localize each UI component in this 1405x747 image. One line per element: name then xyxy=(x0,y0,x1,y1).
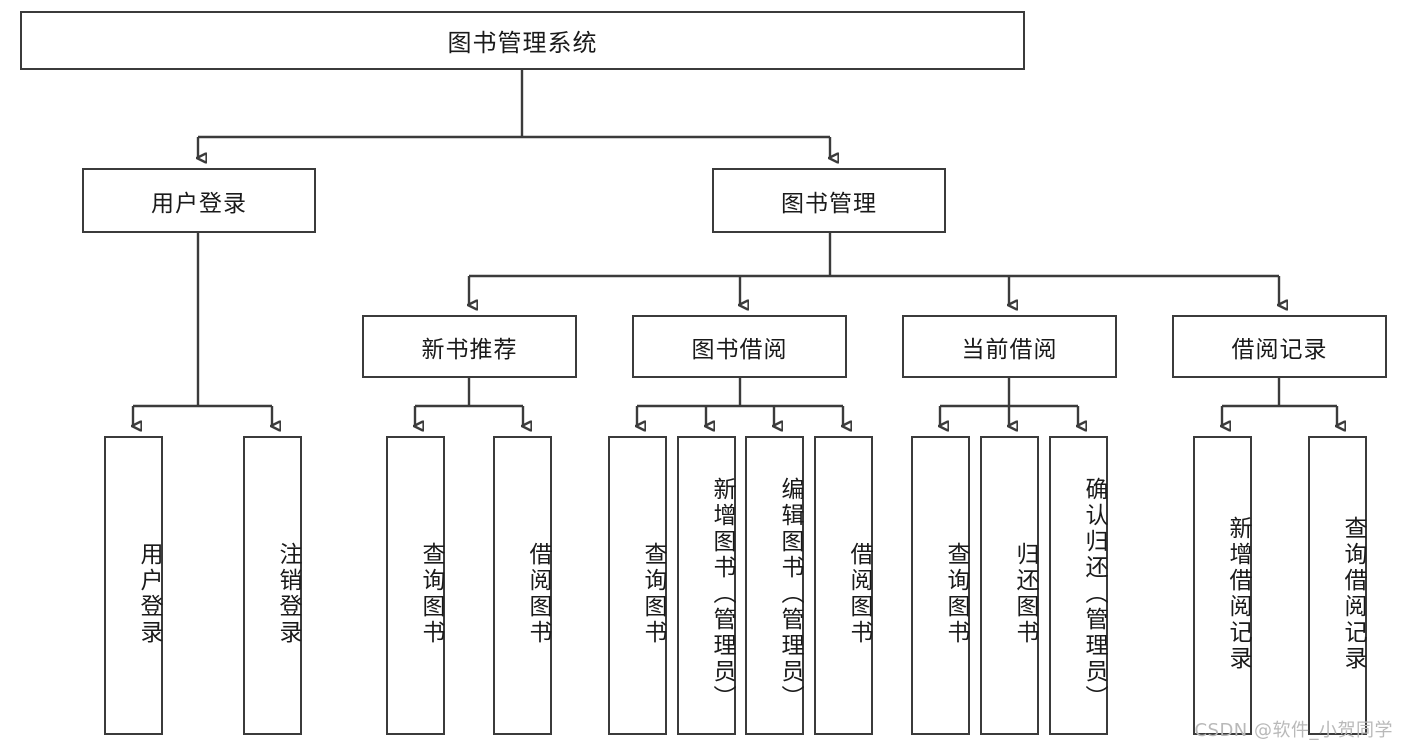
node-leaf-logout[interactable]: 注销登录 xyxy=(243,436,302,735)
node-leaf-borrow-book[interactable]: 借阅图书 xyxy=(814,436,873,735)
node-label: 借阅记录 xyxy=(1231,336,1328,363)
node-leaf-query-book-borrow[interactable]: 查询图书 xyxy=(608,436,667,735)
node-label: 归还图书 xyxy=(1012,541,1038,646)
node-root-book-management-system[interactable]: 图书管理系统 xyxy=(20,11,1025,70)
node-label: 新增图书（管理员） xyxy=(709,476,735,711)
node-label: 借阅图书 xyxy=(846,541,872,646)
node-label: 图书管理 xyxy=(781,190,877,217)
node-label: 借阅图书 xyxy=(525,541,551,646)
node-leaf-query-borrow-record[interactable]: 查询借阅记录 xyxy=(1308,436,1367,735)
node-leaf-return-book[interactable]: 归还图书 xyxy=(980,436,1039,735)
node-new-book-recommend[interactable]: 新书推荐 xyxy=(362,315,577,378)
node-label: 查询借阅记录 xyxy=(1340,515,1366,672)
node-book-management[interactable]: 图书管理 xyxy=(712,168,946,233)
watermark: CSDN @软件_小贺同学 xyxy=(1194,720,1393,741)
node-leaf-query-book-current[interactable]: 查询图书 xyxy=(911,436,970,735)
node-leaf-borrow-book-recommend[interactable]: 借阅图书 xyxy=(493,436,552,735)
node-leaf-edit-book-admin[interactable]: 编辑图书（管理员） xyxy=(745,436,804,735)
node-label: 编辑图书（管理员） xyxy=(777,476,803,711)
node-current-borrow[interactable]: 当前借阅 xyxy=(902,315,1117,378)
node-leaf-confirm-return-admin[interactable]: 确认归还（管理员） xyxy=(1049,436,1108,735)
node-label: 用户登录 xyxy=(151,190,247,217)
node-label: 图书管理系统 xyxy=(447,29,598,57)
node-leaf-add-borrow-record[interactable]: 新增借阅记录 xyxy=(1193,436,1252,735)
node-label: 确认归还（管理员） xyxy=(1081,476,1107,711)
node-book-borrow[interactable]: 图书借阅 xyxy=(632,315,847,378)
node-label: 新增借阅记录 xyxy=(1225,515,1251,672)
node-label: 查询图书 xyxy=(943,541,969,646)
node-borrow-record[interactable]: 借阅记录 xyxy=(1172,315,1387,378)
node-label: 用户登录 xyxy=(136,541,162,646)
node-label: 图书借阅 xyxy=(691,336,788,363)
node-label: 注销登录 xyxy=(275,541,301,646)
node-leaf-add-book-admin[interactable]: 新增图书（管理员） xyxy=(677,436,736,735)
node-leaf-query-book-recommend[interactable]: 查询图书 xyxy=(386,436,445,735)
node-user-login[interactable]: 用户登录 xyxy=(82,168,316,233)
node-label: 当前借阅 xyxy=(961,336,1058,363)
node-leaf-user-login[interactable]: 用户登录 xyxy=(104,436,163,735)
node-label: 查询图书 xyxy=(640,541,666,646)
node-label: 新书推荐 xyxy=(421,336,518,363)
node-label: 查询图书 xyxy=(418,541,444,646)
